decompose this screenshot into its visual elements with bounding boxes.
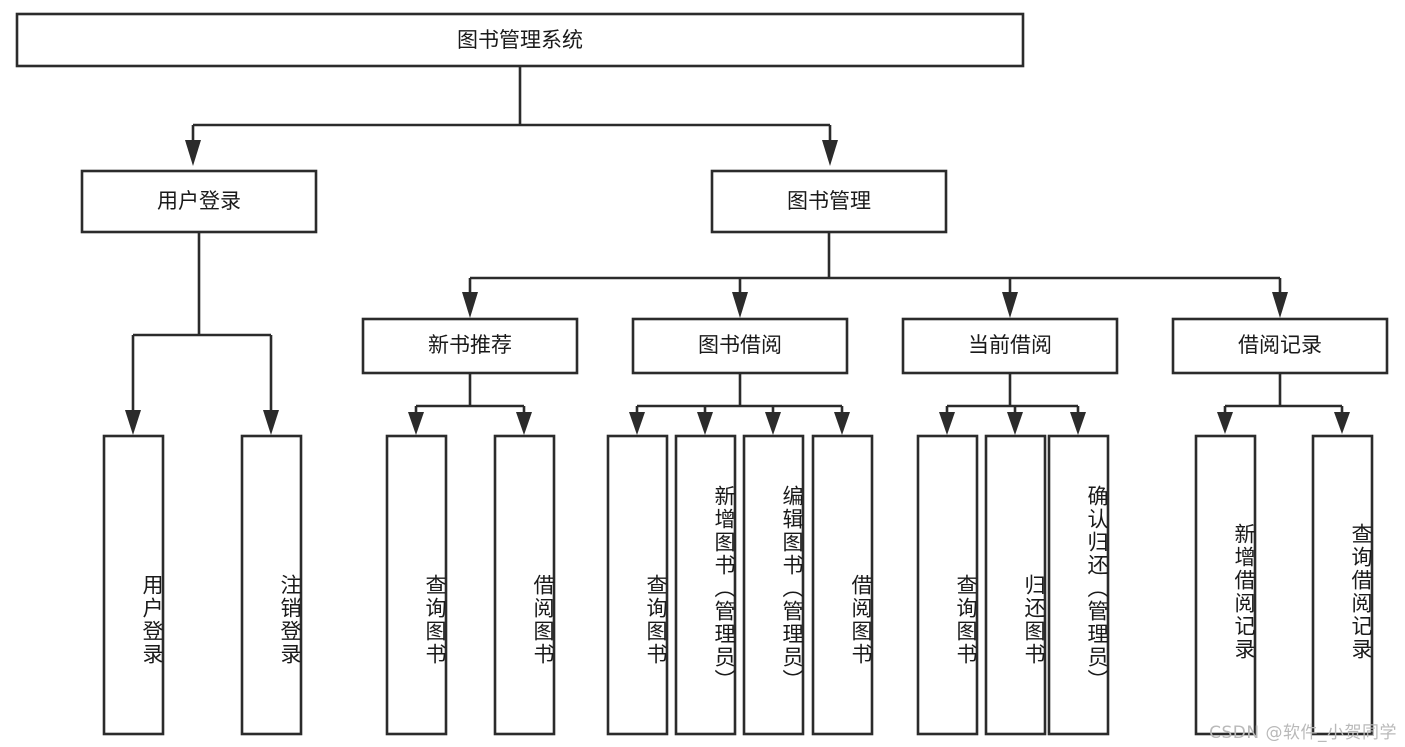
- arrow-icon: [1272, 292, 1288, 318]
- new-book-recommend-box: [361, 317, 579, 375]
- leaf-box-query-book-1[interactable]: [385, 434, 448, 736]
- arrow-icon: [1334, 412, 1350, 434]
- node-current-borrow[interactable]: 当前借阅: [901, 317, 1119, 375]
- leaf-box-query-book-2[interactable]: [606, 434, 669, 736]
- arrow-icon: [408, 412, 424, 435]
- book-borrow-label: 图书借阅: [698, 333, 782, 357]
- arrow-icon: [185, 140, 201, 166]
- leaf-box-query-borrow-record[interactable]: [1311, 434, 1374, 736]
- leaf-box-confirm-return-admin[interactable]: [1047, 434, 1110, 736]
- connector-new-book-to-leaves: [408, 373, 532, 435]
- connector-root-to-level2: [185, 66, 838, 166]
- node-root[interactable]: 图书管理系统: [15, 12, 1025, 68]
- leaf-box-add-book-admin[interactable]: [674, 434, 737, 736]
- arrow-icon: [1070, 412, 1086, 435]
- current-borrow-box: [901, 317, 1119, 375]
- book-management-label: 图书管理: [787, 189, 871, 213]
- node-new-book-recommend[interactable]: 新书推荐: [361, 317, 579, 375]
- arrow-icon: [462, 292, 478, 318]
- leaf-box-query-book-3[interactable]: [916, 434, 979, 736]
- arrow-icon: [697, 412, 713, 435]
- leaf-box-borrow-book-2[interactable]: [811, 434, 874, 736]
- arrow-icon: [939, 412, 955, 435]
- arrow-icon: [263, 410, 279, 435]
- leaf-box-user-login[interactable]: [102, 434, 165, 736]
- borrow-record-label: 借阅记录: [1238, 333, 1322, 357]
- arrow-icon: [834, 412, 850, 435]
- arrow-icon: [1217, 412, 1233, 434]
- node-book-management[interactable]: 图书管理: [710, 169, 948, 234]
- arrow-icon: [516, 412, 532, 435]
- leaf-box-add-borrow-record[interactable]: [1194, 434, 1257, 736]
- csdn-watermark: CSDN @软件_小贺同学: [1209, 723, 1397, 743]
- arrow-icon: [822, 140, 838, 166]
- leaf-box-borrow-book-1[interactable]: [493, 434, 556, 736]
- leaf-box-logout[interactable]: [240, 434, 303, 736]
- root-label: 图书管理系统: [457, 28, 583, 52]
- arrow-icon: [629, 412, 645, 435]
- node-user-login[interactable]: 用户登录: [80, 169, 318, 234]
- connector-current-borrow-to-leaves: [939, 373, 1086, 435]
- connector-book-borrow-to-leaves: [629, 373, 850, 435]
- root-box: [15, 12, 1025, 68]
- user-login-box: [80, 169, 318, 234]
- connector-borrow-record-to-leaves: [1217, 373, 1350, 434]
- arrow-icon: [125, 410, 141, 435]
- user-login-label: 用户登录: [157, 189, 241, 213]
- arrow-icon: [732, 292, 748, 318]
- leaf-box-edit-book-admin[interactable]: [742, 434, 805, 736]
- arrow-icon: [1002, 292, 1018, 318]
- arrow-icon: [1007, 412, 1023, 435]
- node-borrow-record[interactable]: 借阅记录: [1171, 317, 1389, 375]
- new-book-recommend-label: 新书推荐: [428, 333, 512, 357]
- current-borrow-label: 当前借阅: [968, 333, 1052, 357]
- arrow-icon: [765, 412, 781, 435]
- node-book-borrow[interactable]: 图书借阅: [631, 317, 849, 375]
- connector-user-login-to-leaves: [125, 232, 279, 435]
- leaf-box-return-book[interactable]: [984, 434, 1047, 736]
- connector-book-management-to-level3: [462, 232, 1288, 318]
